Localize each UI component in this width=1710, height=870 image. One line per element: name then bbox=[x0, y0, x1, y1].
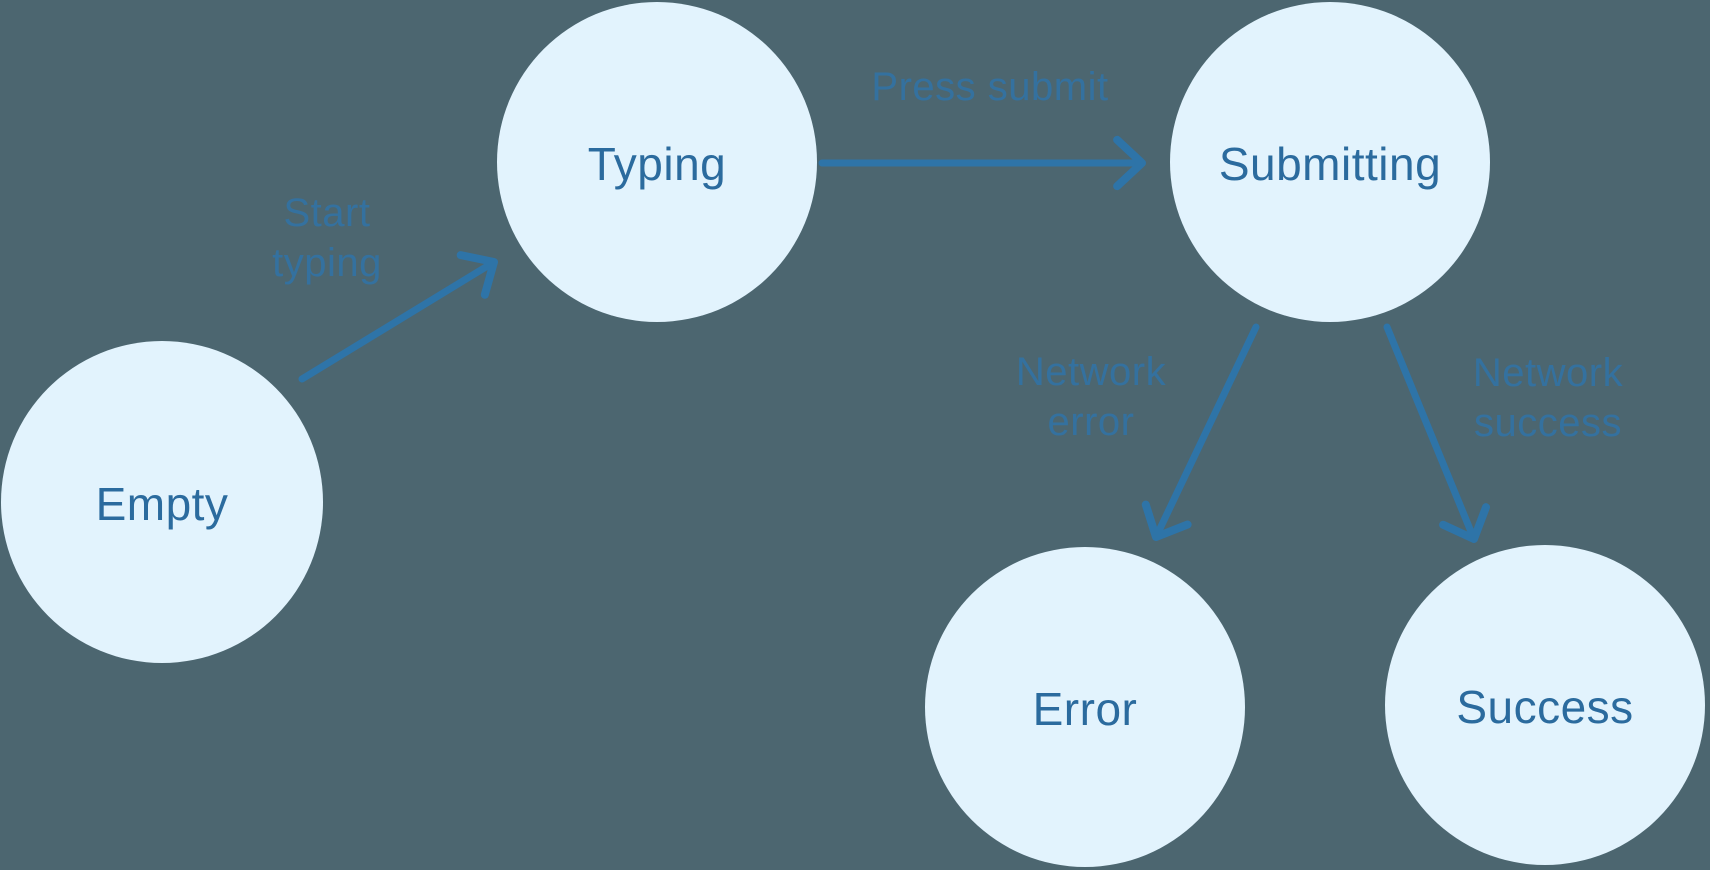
state-circle bbox=[925, 547, 1245, 867]
state-label: Error bbox=[1033, 683, 1138, 735]
transition-line bbox=[1383, 323, 1476, 538]
state-node-submitting[interactable]: Submitting bbox=[1170, 2, 1490, 322]
arrowhead-icon bbox=[1113, 135, 1146, 191]
arrowhead-icon bbox=[1141, 500, 1192, 541]
arrowhead-icon bbox=[456, 251, 498, 299]
transition-label: Network bbox=[1473, 351, 1624, 395]
arrowhead-icon bbox=[1439, 503, 1491, 543]
transition-line bbox=[1154, 323, 1260, 536]
state-label: Success bbox=[1456, 681, 1633, 733]
state-node-success[interactable]: Success bbox=[1385, 545, 1705, 865]
state-circle bbox=[497, 2, 817, 322]
state-circle bbox=[1385, 545, 1705, 865]
state-node-empty[interactable]: Empty bbox=[1, 341, 323, 663]
transition-label: Start bbox=[284, 191, 371, 235]
transition-start-typing[interactable]: Start typing bbox=[272, 191, 498, 383]
transition-network-success[interactable]: Network success bbox=[1383, 323, 1624, 543]
state-node-error[interactable]: Error bbox=[925, 547, 1245, 867]
transition-label: success bbox=[1474, 401, 1622, 445]
state-label: Typing bbox=[588, 138, 727, 190]
transition-line bbox=[298, 261, 494, 383]
state-label: Empty bbox=[96, 478, 229, 530]
transition-network-error[interactable]: Network error bbox=[1016, 323, 1260, 541]
state-node-typing[interactable]: Typing bbox=[497, 2, 817, 322]
state-circle bbox=[1, 341, 323, 663]
transition-label: error bbox=[1048, 400, 1135, 444]
transition-label: typing bbox=[272, 241, 382, 285]
state-label: Submitting bbox=[1219, 138, 1441, 190]
transition-label: Press submit bbox=[871, 65, 1108, 109]
transition-press-submit[interactable]: Press submit bbox=[818, 65, 1146, 191]
state-circle bbox=[1170, 2, 1490, 322]
transition-label: Network bbox=[1016, 350, 1167, 394]
